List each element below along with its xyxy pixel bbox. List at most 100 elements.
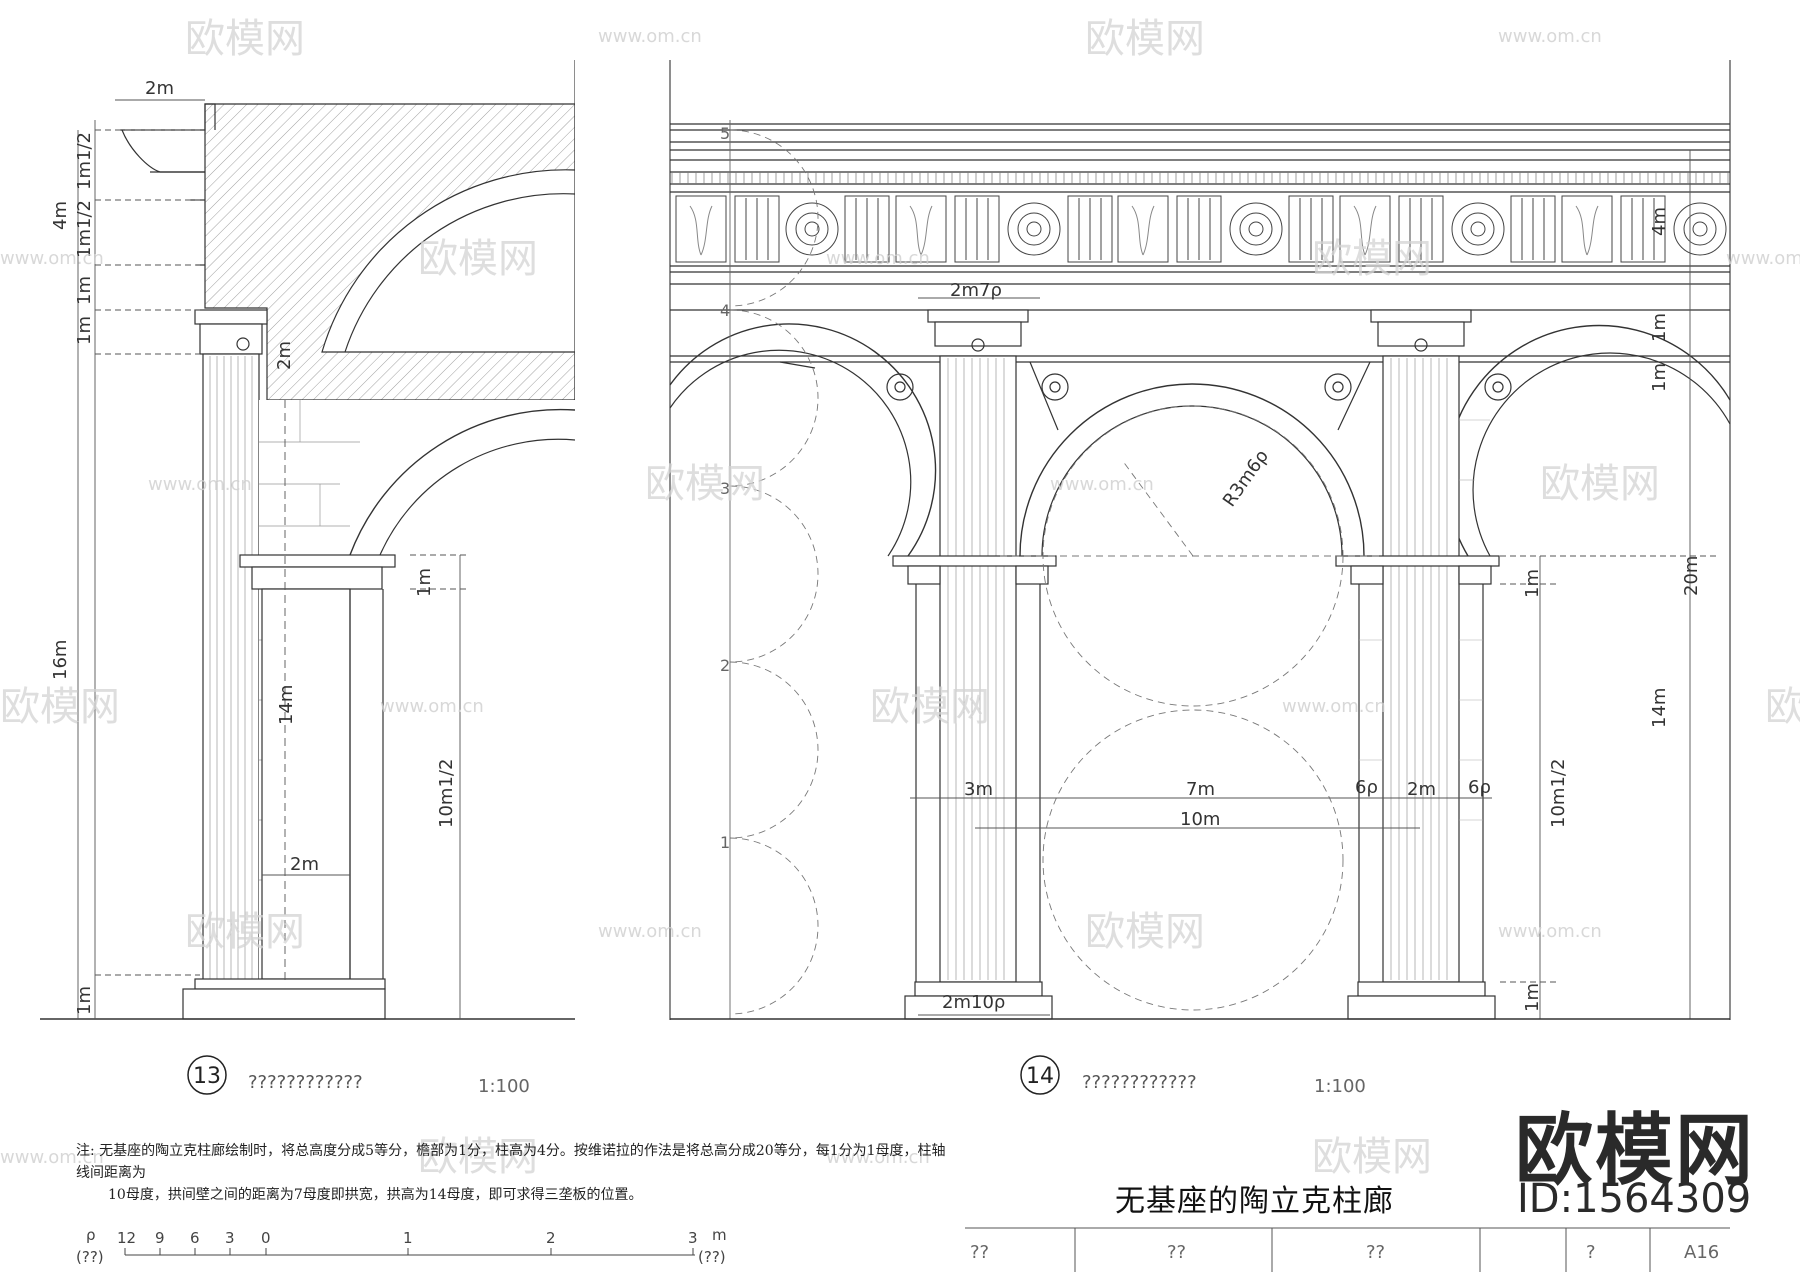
dim13-top-width: 2m	[145, 78, 174, 99]
watermark-site: www.om.cn	[1050, 474, 1154, 495]
scale-bar: ρ (??) 12 9 6 3 0 1 2 3 m (??)	[76, 1226, 727, 1266]
watermark-logo: 欧模网	[645, 461, 765, 507]
scale-tick-2m: 2	[546, 1229, 556, 1247]
note-line-1: 注: 无基座的陶立克柱廊绘制时，将总高度分成5等分，檐部为1分，柱高为4分。按维…	[76, 1143, 946, 1181]
dim13-1m-impost: 1m	[414, 568, 435, 597]
figure-14-caption: 14 ???????????? 1:100	[1020, 1055, 1366, 1097]
dim14-top: 2m7ρ	[950, 280, 1002, 301]
dim13-2m-arch: 2m	[274, 341, 295, 370]
watermark-logo: 欧模网	[1085, 16, 1205, 62]
watermark-site: www.om.cn	[826, 1147, 930, 1168]
watermark-logo: 欧模网	[418, 236, 538, 282]
brand-id: ID:1564309	[1517, 1176, 1752, 1222]
scale-tick-6: 6	[190, 1229, 200, 1247]
watermark-logo: 欧模网	[418, 1134, 538, 1180]
watermark-logo: 欧模网	[870, 684, 990, 730]
figure-13-scale: 1:100	[478, 1076, 530, 1097]
scale-tick-3m: 3	[688, 1229, 698, 1247]
dim14-6p-b: 6ρ	[1468, 777, 1491, 798]
watermark-site: www.om.cn	[826, 248, 930, 269]
dim14-4m: 4m	[1649, 207, 1670, 236]
figure-13-caption: 13 ???????????? 1:100	[187, 1055, 530, 1097]
dim13-1m-b: 1m	[74, 316, 95, 345]
dim14-14m: 14m	[1649, 688, 1670, 728]
scale-unit-right-2: (??)	[698, 1248, 726, 1266]
dim14-1m-b: 1m	[1649, 363, 1670, 392]
watermark-logo: 欧模网	[1312, 1134, 1432, 1180]
module-mark-2: 2	[720, 656, 730, 675]
scale-tick-12: 12	[117, 1229, 136, 1247]
figure-14-number: 14	[1026, 1064, 1054, 1089]
watermark-logo: 欧模网	[1765, 684, 1800, 730]
dim14-6p-a: 6ρ	[1355, 777, 1378, 798]
dim13-1m-base: 1m	[74, 986, 95, 1015]
title-block	[965, 1227, 1730, 1272]
title-block-cell-1: ??	[970, 1242, 989, 1263]
module-mark-1: 1	[720, 833, 730, 852]
dim14-1m-base: 1m	[1522, 983, 1543, 1012]
title-block-cell-4: ?	[1586, 1242, 1596, 1263]
watermark-site: www.om.cn	[0, 1147, 104, 1168]
watermark-site: www.om.cn	[1282, 696, 1386, 717]
watermark-logo: 欧模网	[1085, 909, 1205, 955]
dim14-7m: 7m	[1186, 779, 1215, 800]
scale-unit-left-2: (??)	[76, 1248, 104, 1266]
watermark-site: www.om.cn	[148, 474, 252, 495]
figure-13-number: 13	[193, 1064, 221, 1089]
dim13-10m: 10m1/2	[436, 759, 457, 828]
dim14-10m-half: 10m1/2	[1548, 759, 1569, 828]
figure-13-dimensions: 2m 4m 1m1/2 1m1/2 1m 1m 16m 2m 14m 1m 10…	[50, 78, 457, 1015]
dim14-bottom: 2m10ρ	[942, 992, 1005, 1013]
sheet-title: 无基座的陶立克柱廊	[1115, 1184, 1394, 1219]
dim14-10m: 10m	[1180, 809, 1220, 830]
dim14-modules: 1 2 3 4 5	[720, 124, 730, 852]
watermark-logo: 欧模网	[0, 684, 120, 730]
construction-note: 注: 无基座的陶立克柱廊绘制时，将总高度分成5等分，檐部为1分，柱高为4分。按维…	[76, 1140, 956, 1206]
title-block-cell-5: A16	[1684, 1242, 1719, 1263]
figure-14-elevation	[669, 60, 1731, 1020]
watermark-site: www.om.cn	[380, 696, 484, 717]
flutes-13	[209, 356, 253, 984]
scale-tick-1m: 1	[403, 1229, 413, 1247]
dim13-1m2-a: 1m1/2	[74, 132, 95, 190]
dim14-radius: R3m6ρ	[1219, 446, 1273, 511]
watermark-site: www.om.cn	[1498, 26, 1602, 47]
figure-13-elevation	[40, 60, 575, 1020]
figure-14-dimensions: 2m7ρ 2m10ρ R3m6ρ 3m 7m 10m 6ρ 2m 6ρ 4m 1…	[720, 124, 1702, 1013]
note-line-2: 10母度，拱间壁之间的距离为7母度即拱宽，拱高为14母度，即可求得三垄板的位置。	[108, 1187, 643, 1203]
watermark-site: www.om.cn	[1498, 921, 1602, 942]
dim13-4m: 4m	[50, 201, 71, 230]
watermark-sites: www.om.cn www.om.cn www.om.cn www.om.cn …	[0, 26, 1800, 1168]
title-block-cell-3: ??	[1366, 1242, 1385, 1263]
dim14-3m: 3m	[964, 779, 993, 800]
title-block-cells: ?? ?? ?? ? A16	[970, 1242, 1719, 1263]
watermark-site: www.om.cn	[598, 921, 702, 942]
dim13-1m2-b: 1m1/2	[74, 200, 95, 258]
scale-tick-0: 0	[261, 1229, 271, 1247]
watermark-layer: 欧模网 欧模网 欧模网 欧模网 欧模网 欧模网 欧模网 欧模网 欧模网 欧模网 …	[0, 16, 1800, 1180]
scale-unit-right: m	[712, 1226, 727, 1244]
brand-logo: 欧模网	[1515, 1106, 1756, 1196]
scale-tick-3: 3	[225, 1229, 235, 1247]
dim14-2m: 2m	[1407, 779, 1436, 800]
watermark-logo: 欧模网	[185, 909, 305, 955]
scale-unit-left: ρ	[86, 1226, 96, 1244]
module-mark-4: 4	[720, 301, 730, 320]
dim14-1m-a: 1m	[1649, 313, 1670, 342]
dim13-2m-width: 2m	[290, 854, 319, 875]
module-mark-3: 3	[720, 479, 730, 498]
watermark-site: www.om.cn	[1726, 248, 1800, 269]
figure-14-title: ????????????	[1082, 1072, 1197, 1093]
watermark-logo: 欧模网	[1540, 461, 1660, 507]
figure-13-title: ????????????	[248, 1072, 363, 1093]
watermark-logo: 欧模网	[1312, 236, 1432, 282]
figure-14-scale: 1:100	[1314, 1076, 1366, 1097]
dim14-1m-impost: 1m	[1522, 569, 1543, 598]
title-block-cell-2: ??	[1167, 1242, 1186, 1263]
watermark-logo: 欧模网	[185, 16, 305, 62]
scale-tick-9: 9	[155, 1229, 165, 1247]
module-mark-5: 5	[720, 124, 730, 143]
watermark-site: www.om.cn	[0, 248, 104, 269]
dim13-1m-a: 1m	[74, 276, 95, 305]
